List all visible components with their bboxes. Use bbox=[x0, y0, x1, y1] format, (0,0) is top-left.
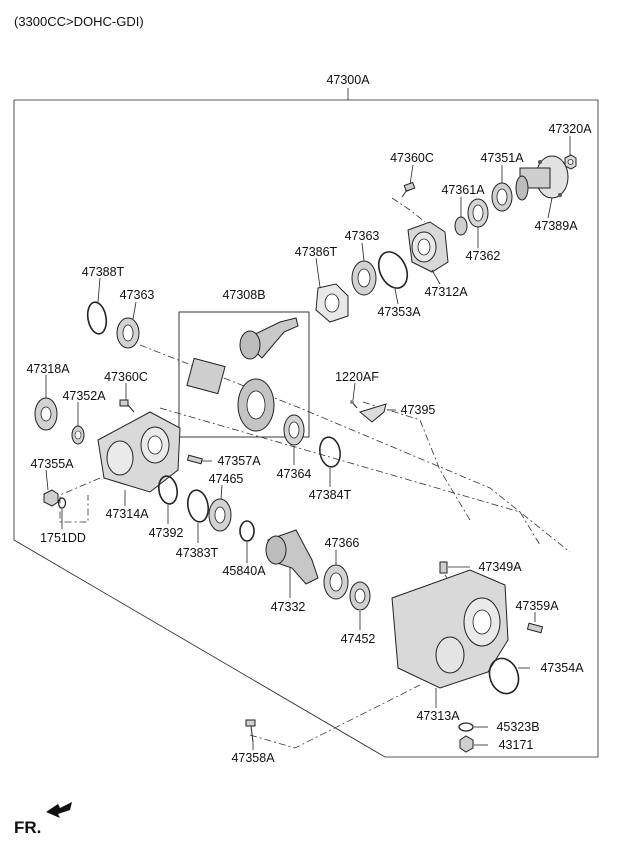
part-label-47384T[interactable]: 47384T bbox=[309, 488, 352, 502]
part-label-47349A[interactable]: 47349A bbox=[478, 560, 522, 574]
part-label-47364[interactable]: 47364 bbox=[277, 467, 312, 481]
part-label-47332[interactable]: 47332 bbox=[271, 600, 306, 614]
part-label-47363-top[interactable]: 47363 bbox=[345, 229, 380, 243]
part-label-47452[interactable]: 47452 bbox=[341, 632, 376, 646]
part-label-47386T[interactable]: 47386T bbox=[295, 245, 338, 259]
bearing-47363-left[interactable] bbox=[116, 317, 140, 349]
part-label-47358A[interactable]: 47358A bbox=[231, 751, 275, 765]
part-label-47465[interactable]: 47465 bbox=[209, 472, 244, 486]
bolt-47360C-left[interactable] bbox=[119, 399, 135, 413]
subgroup-box-47308B bbox=[178, 311, 310, 438]
leader-lines bbox=[45, 136, 571, 750]
o-ring-47353A[interactable] bbox=[373, 247, 413, 292]
part-label-47361A[interactable]: 47361A bbox=[441, 183, 485, 197]
vent-plug-47349A[interactable] bbox=[439, 561, 448, 574]
part-labels: 47320A 47360C 47351A 47361A 47389A 47363… bbox=[26, 122, 592, 765]
gasket-1751DD[interactable] bbox=[57, 497, 67, 509]
front-arrow-icon bbox=[46, 802, 72, 818]
part-label-47312A[interactable]: 47312A bbox=[424, 285, 468, 299]
part-label-47360C-left[interactable]: 47360C bbox=[104, 370, 148, 384]
part-label-47357A[interactable]: 47357A bbox=[217, 454, 261, 468]
bearing-47363-top[interactable] bbox=[351, 260, 377, 296]
drain-plug-47355A[interactable] bbox=[43, 489, 59, 507]
part-label-47354A[interactable]: 47354A bbox=[540, 661, 584, 675]
bearing-47366[interactable] bbox=[323, 564, 349, 600]
flange-nut-47320A[interactable] bbox=[564, 154, 577, 170]
part-label-47360C-top[interactable]: 47360C bbox=[390, 151, 434, 165]
spacer-47361A[interactable] bbox=[454, 216, 468, 236]
bolt-47358A[interactable] bbox=[245, 719, 256, 743]
bearing-47362[interactable] bbox=[467, 198, 489, 228]
part-label-47388T[interactable]: 47388T bbox=[82, 265, 125, 279]
companion-flange-47389A[interactable] bbox=[515, 155, 569, 201]
bolt-1220AF[interactable] bbox=[350, 400, 358, 409]
part-label-1751DD[interactable]: 1751DD bbox=[40, 531, 86, 545]
housing-47312A[interactable] bbox=[407, 221, 449, 273]
part-label-47355A[interactable]: 47355A bbox=[30, 457, 74, 471]
shim-47383T[interactable] bbox=[185, 489, 210, 524]
oil-seal-47351A[interactable] bbox=[491, 182, 513, 212]
bolt-47360C-top[interactable] bbox=[401, 181, 416, 198]
bearing-47465[interactable] bbox=[208, 498, 232, 532]
part-label-47318A[interactable]: 47318A bbox=[26, 362, 70, 376]
gasket-45323B[interactable] bbox=[458, 722, 474, 732]
part-label-1220AF[interactable]: 1220AF bbox=[335, 370, 379, 384]
output-shaft-47332[interactable] bbox=[265, 529, 319, 585]
part-label-47352A[interactable]: 47352A bbox=[62, 389, 106, 403]
o-ring-47354A[interactable] bbox=[485, 654, 524, 697]
subgroup-label-47308B[interactable]: 47308B bbox=[222, 288, 265, 302]
part-label-47383T[interactable]: 47383T bbox=[176, 546, 219, 560]
shim-47392[interactable] bbox=[157, 475, 180, 506]
bracket-47395[interactable] bbox=[358, 403, 387, 423]
part-label-47366[interactable]: 47366 bbox=[325, 536, 360, 550]
part-label-47363-left[interactable]: 47363 bbox=[120, 288, 155, 302]
pinion-gear-set-47308B[interactable] bbox=[186, 317, 299, 432]
assembly-outline bbox=[13, 88, 599, 758]
snap-ring-45840A[interactable] bbox=[239, 520, 255, 542]
front-direction-indicator: FR. bbox=[14, 802, 72, 837]
part-label-47392[interactable]: 47392 bbox=[149, 526, 184, 540]
shim-47384T[interactable] bbox=[318, 435, 343, 468]
companion-flange-47318A[interactable] bbox=[34, 397, 58, 431]
part-label-47314A[interactable]: 47314A bbox=[105, 507, 149, 521]
engine-spec-title: (3300CC>DOHC-GDI) bbox=[14, 14, 144, 29]
housing-47314A[interactable] bbox=[97, 411, 181, 493]
part-label-45323B[interactable]: 45323B bbox=[496, 720, 539, 734]
part-label-45840A[interactable]: 45840A bbox=[222, 564, 266, 578]
dowel-pin-47359A[interactable] bbox=[526, 622, 544, 634]
oil-seal-47452[interactable] bbox=[349, 581, 371, 611]
part-label-43171[interactable]: 43171 bbox=[499, 738, 534, 752]
front-direction-label: FR. bbox=[14, 818, 41, 837]
plug-43171[interactable] bbox=[459, 735, 474, 753]
part-label-47351A[interactable]: 47351A bbox=[480, 151, 524, 165]
shim-ring-47388T[interactable] bbox=[85, 301, 108, 336]
transfer-case-47313A[interactable] bbox=[391, 569, 509, 689]
part-label-47359A[interactable]: 47359A bbox=[515, 599, 559, 613]
assembly-label-47300A: 47300A bbox=[326, 73, 370, 87]
part-label-47320A[interactable]: 47320A bbox=[548, 122, 592, 136]
part-label-47395[interactable]: 47395 bbox=[401, 403, 436, 417]
part-label-47389A[interactable]: 47389A bbox=[534, 219, 578, 233]
part-label-47353A[interactable]: 47353A bbox=[377, 305, 421, 319]
part-label-47313A[interactable]: 47313A bbox=[416, 709, 460, 723]
pin-47357A[interactable] bbox=[186, 454, 203, 465]
oil-seal-47352A[interactable] bbox=[71, 425, 85, 445]
bearing-47364[interactable] bbox=[283, 414, 305, 446]
part-label-47362[interactable]: 47362 bbox=[466, 249, 501, 263]
shim-plate-47386T[interactable] bbox=[315, 283, 349, 323]
